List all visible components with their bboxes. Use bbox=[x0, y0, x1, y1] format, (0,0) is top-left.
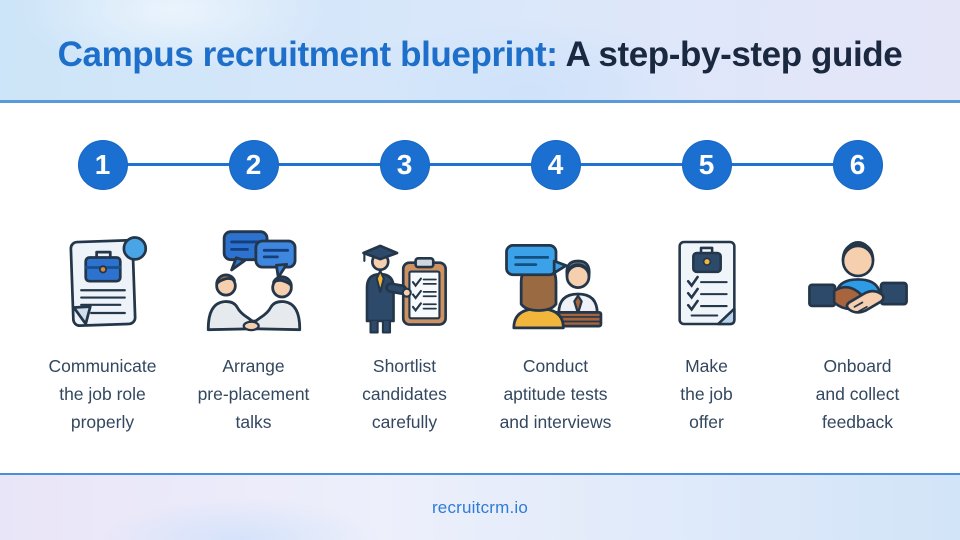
step-5: 5 Make the job offer bbox=[631, 140, 782, 436]
timeline-connector-line bbox=[103, 163, 857, 166]
handshake-icon bbox=[805, 222, 911, 344]
step-2: 2 Arrange pre-placement talks bbox=[178, 140, 329, 436]
steps-row: 1 Commun bbox=[0, 103, 960, 436]
job-description-document-icon bbox=[53, 222, 153, 344]
brand-text: recruitcrm.io bbox=[431, 497, 529, 517]
step-3: 3 bbox=[329, 140, 480, 436]
step-1-caption: Communicate the job role properly bbox=[48, 356, 157, 432]
step-2-number-badge: 2 bbox=[228, 140, 279, 190]
step-6-caption: Onboard and collect feedback bbox=[815, 356, 900, 432]
step-4-caption: Conduct aptitude tests and interviews bbox=[499, 356, 612, 432]
page-title: Campus recruitment blueprint: A step-by-… bbox=[58, 35, 903, 75]
page-title-highlight: Campus recruitment blueprint: bbox=[57, 35, 558, 74]
header-banner: Campus recruitment blueprint: A step-by-… bbox=[0, 0, 960, 103]
step-1-number-badge: 1 bbox=[77, 140, 128, 190]
pre-placement-talk-icon bbox=[198, 222, 310, 344]
step-3-caption: Shortlist candidates carefully bbox=[362, 356, 447, 432]
step-2-caption: Arrange pre-placement talks bbox=[197, 356, 310, 432]
offer-letter-icon bbox=[660, 222, 754, 344]
step-5-number-badge: 5 bbox=[681, 140, 732, 190]
step-4-number-badge: 4 bbox=[530, 140, 581, 190]
page-title-rest: A step-by-step guide bbox=[557, 35, 903, 74]
step-4: 4 bbox=[480, 140, 631, 436]
step-3-number-badge: 3 bbox=[379, 140, 430, 190]
step-6: 6 Onboar bbox=[782, 140, 933, 436]
step-1: 1 Commun bbox=[27, 140, 178, 436]
steps-section: 1 Commun bbox=[0, 103, 960, 473]
footer-banner: recruitcrm.io bbox=[0, 473, 960, 540]
graduate-checklist-icon bbox=[352, 222, 458, 344]
step-5-caption: Make the job offer bbox=[680, 356, 733, 432]
step-6-number-badge: 6 bbox=[832, 140, 883, 190]
interview-icon bbox=[501, 222, 611, 344]
